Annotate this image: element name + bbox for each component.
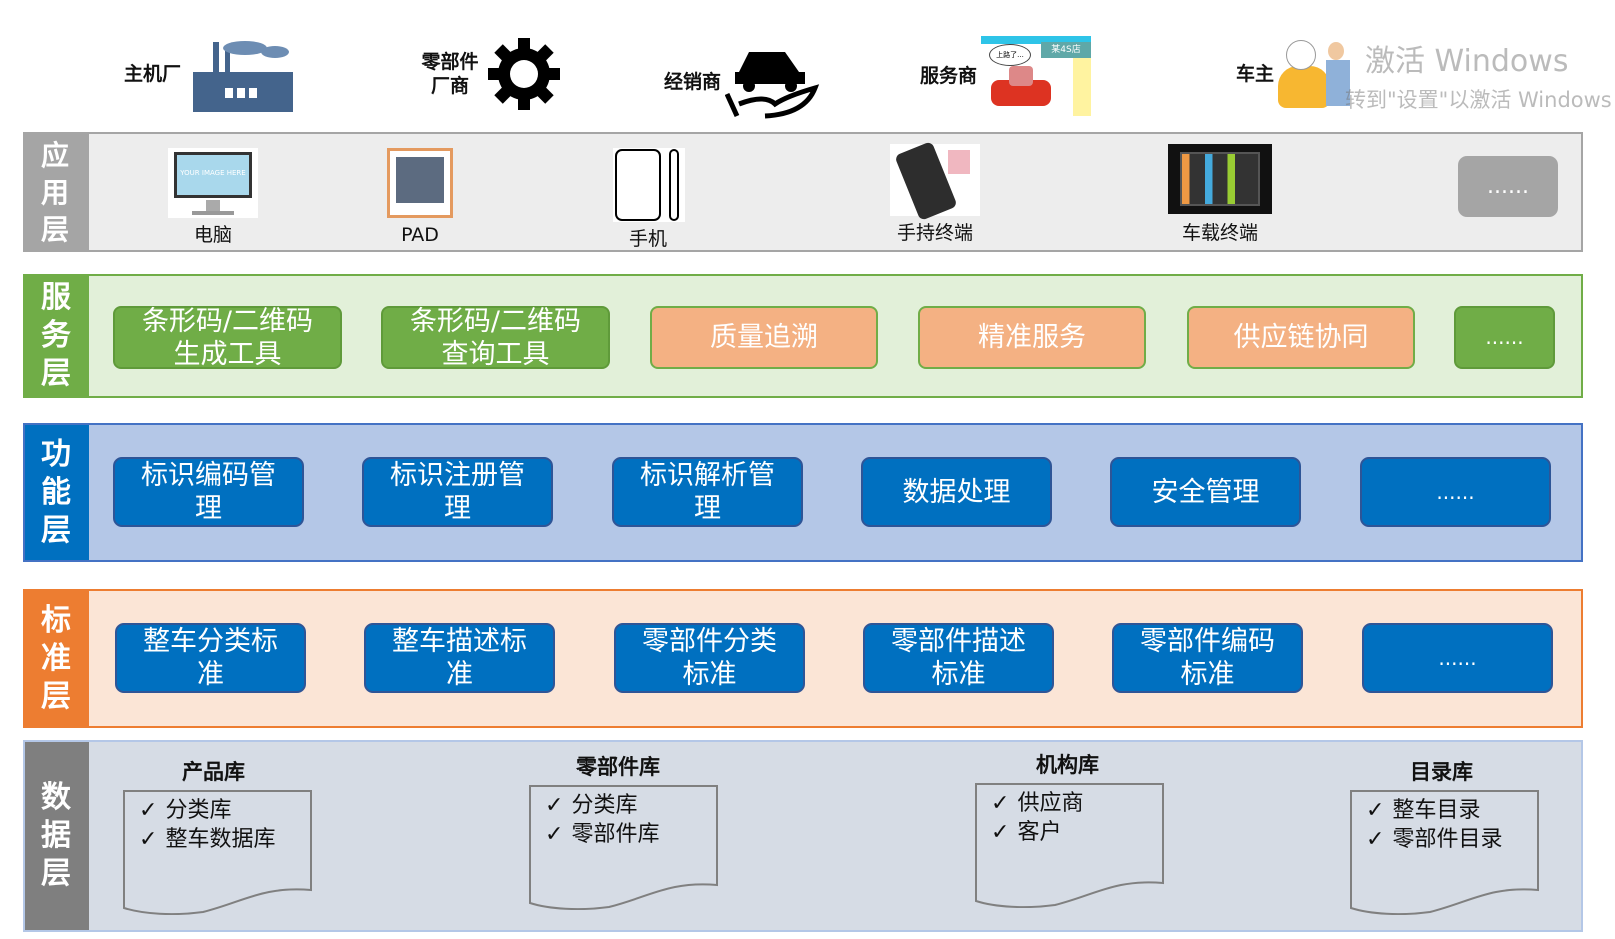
library-item: ✓客户 [991,820,1062,845]
library-item: ✓零部件库 [545,822,660,847]
library-items: ✓分类库 ✓整车数据库 [139,796,275,854]
library-item: ✓分类库 [545,793,638,818]
check-icon: ✓ [139,827,158,852]
standard-item[interactable]: 零部件编码标准 [1112,623,1303,693]
actor-car-owner: 车主 [1236,36,1362,112]
watermark-line2: 转到"设置"以激活 Windows [1345,88,1612,112]
library-title: 目录库 [1410,760,1473,784]
document-shape-icon [975,783,1164,908]
layer-label: 应用层 [25,134,89,250]
application-layer: 应用层 YOUR IMAGE HERE 电脑 PAD 手机 手持终端 车载终端 … [23,132,1583,252]
service-barcode-query[interactable]: 条形码/二维码查询工具 [381,306,610,370]
library-item: ✓分类库 [139,798,232,823]
library-item: ✓供应商 [991,791,1084,816]
function-item[interactable]: 数据处理 [861,457,1052,527]
standard-item[interactable]: 整车描述标准 [364,623,555,693]
library-title: 机构库 [1036,753,1099,777]
monitor-icon: YOUR IMAGE HERE [168,148,258,218]
check-icon: ✓ [545,822,564,847]
library-item: ✓零部件目录 [1366,827,1503,852]
function-item[interactable]: 标识解析管理 [612,457,803,527]
actor-parts-maker: 零部件厂商 [418,36,562,112]
check-icon: ✓ [1366,798,1385,823]
function-item[interactable]: 标识编码管理 [113,457,304,527]
service-quality-trace[interactable]: 质量追溯 [650,306,878,369]
standard-item[interactable]: ...... [1362,623,1553,693]
library-title: 零部件库 [576,755,660,779]
actor-oem: 主机厂 [124,36,297,112]
layer-label: 标准层 [25,591,89,726]
check-icon: ✓ [991,791,1010,816]
service-more[interactable]: ...... [1454,306,1555,369]
check-icon: ✓ [545,793,564,818]
watermark-line1: 激活 Windows [1365,44,1569,79]
service-supply-chain[interactable]: 供应链协同 [1187,306,1415,369]
function-item[interactable]: ...... [1360,457,1551,527]
library-title: 产品库 [182,760,245,784]
check-icon: ✓ [991,820,1010,845]
phone-icon [613,148,685,222]
standard-item[interactable]: 零部件分类标准 [614,623,805,693]
library-items: ✓分类库 ✓零部件库 [545,791,659,849]
factory-icon [193,41,294,112]
device-vehicle-terminal: 车载终端 [1165,144,1275,245]
library-item: ✓整车数据库 [139,827,276,852]
device-pad: PAD [385,148,455,246]
check-icon: ✓ [139,798,158,823]
device-phone: 手机 [613,148,685,251]
gear-icon [488,38,560,110]
service-shop-icon: 某4S店 上路了... [981,36,1092,116]
document-shape-icon [123,790,312,915]
layer-label: 服务层 [25,276,89,396]
handheld-terminal-icon [890,141,980,221]
layer-label: 功能层 [25,425,89,560]
document-shape-icon [529,785,718,910]
library-item: ✓整车目录 [1366,798,1481,823]
service-barcode-generate[interactable]: 条形码/二维码生成工具 [113,306,342,370]
service-precise[interactable]: 精准服务 [918,306,1146,369]
device-pc: YOUR IMAGE HERE 电脑 [165,148,261,247]
data-layer: 数据层 [23,740,1583,932]
device-handheld: 手持终端 [885,141,985,245]
standard-item[interactable]: 零部件描述标准 [863,623,1054,693]
layer-label: 数据层 [25,742,89,930]
actor-dealer: 经销商 [664,44,821,120]
document-shape-icon [1350,790,1539,915]
library-items: ✓整车目录 ✓零部件目录 [1366,796,1502,854]
function-item[interactable]: 标识注册管理 [362,457,553,527]
library-items: ✓供应商 ✓客户 [991,789,1083,847]
check-icon: ✓ [1366,827,1385,852]
standard-item[interactable]: 整车分类标准 [115,623,306,693]
function-item[interactable]: 安全管理 [1110,457,1301,527]
more-button[interactable]: ...... [1458,156,1558,217]
vehicle-terminal-icon [1168,144,1272,214]
actor-service-provider: 服务商 某4S店 上路了... [920,36,1092,116]
tablet-icon [387,148,453,218]
car-hand-icon [725,52,820,119]
car-owner-icon [1278,36,1362,112]
